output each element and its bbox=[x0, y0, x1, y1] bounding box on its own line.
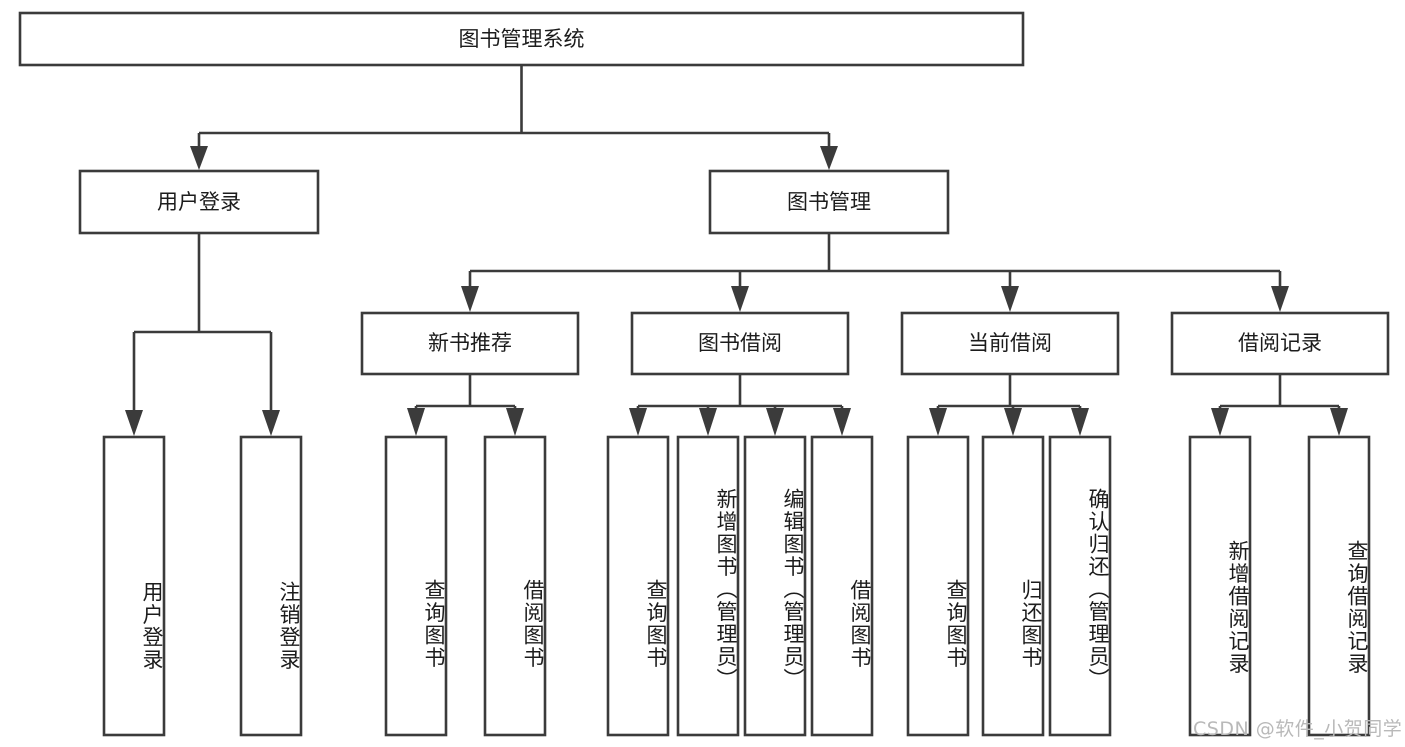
node-leaf-user-login-box[interactable] bbox=[102, 435, 166, 737]
node-leaf-query-book-cb-box[interactable] bbox=[906, 435, 970, 737]
node-book-manage-label: 图书管理 bbox=[787, 190, 871, 214]
arrow-head-leaf-edit-book bbox=[766, 408, 784, 436]
node-borrow-record-label: 借阅记录 bbox=[1238, 331, 1322, 355]
arrow-head-leaf-add-book bbox=[699, 408, 717, 436]
node-current-borrow[interactable]: 当前借阅 bbox=[900, 311, 1120, 376]
node-leaf-query-record-box[interactable] bbox=[1307, 435, 1371, 737]
node-leaf-query-book-rec-box[interactable] bbox=[384, 435, 448, 737]
node-book-borrow-label: 图书借阅 bbox=[698, 331, 782, 355]
arrow-head-leaf-query-book-bb bbox=[629, 408, 647, 436]
nodes-layer: 图书管理系统 用户登录 图书管理 新书推荐 图书借阅 当前 bbox=[18, 11, 1390, 737]
node-root[interactable]: 图书管理系统 bbox=[18, 11, 1025, 67]
node-user-login[interactable]: 用户登录 bbox=[78, 169, 320, 235]
arrow-head-leaf-logout bbox=[262, 410, 280, 436]
node-borrow-record[interactable]: 借阅记录 bbox=[1170, 311, 1390, 376]
node-new-book-rec-label: 新书推荐 bbox=[428, 331, 512, 355]
arrow-head-leaf-query-book-cb bbox=[929, 408, 947, 436]
arrow-head-book-borrow bbox=[731, 286, 749, 312]
arrow-head-borrow-record bbox=[1271, 286, 1289, 312]
node-leaf-add-book-box[interactable] bbox=[676, 435, 740, 737]
csdn-watermark: CSDN @软件_小贺同学 bbox=[1193, 718, 1403, 740]
arrow-head-leaf-borrow-book-rec bbox=[506, 408, 524, 436]
node-root-box[interactable] bbox=[18, 11, 1025, 67]
node-book-borrow-box[interactable] bbox=[630, 311, 850, 376]
node-new-book-rec[interactable]: 新书推荐 bbox=[360, 311, 580, 376]
node-leaf-add-record-box[interactable] bbox=[1188, 435, 1252, 737]
arrow-head-leaf-confirm-return bbox=[1071, 408, 1089, 436]
node-current-borrow-label: 当前借阅 bbox=[968, 331, 1052, 355]
node-book-manage-box[interactable] bbox=[708, 169, 950, 235]
node-book-borrow[interactable]: 图书借阅 bbox=[630, 311, 850, 376]
arrow-head-leaf-borrow-book-bb bbox=[833, 408, 851, 436]
node-leaf-return-book-box[interactable] bbox=[981, 435, 1045, 737]
node-user-login-box[interactable] bbox=[78, 169, 320, 235]
node-leaf-borrow-book-bb-box[interactable] bbox=[810, 435, 874, 737]
arrow-head-leaf-return-book bbox=[1004, 408, 1022, 436]
node-borrow-record-box[interactable] bbox=[1170, 311, 1390, 376]
node-leaf-edit-book-box[interactable] bbox=[743, 435, 807, 737]
node-book-manage[interactable]: 图书管理 bbox=[708, 169, 950, 235]
node-new-book-rec-box[interactable] bbox=[360, 311, 580, 376]
node-user-login-label: 用户登录 bbox=[157, 190, 241, 214]
node-root-label: 图书管理系统 bbox=[459, 27, 585, 51]
connectors-layer bbox=[125, 65, 1348, 436]
node-leaf-borrow-book-rec-box[interactable] bbox=[483, 435, 547, 737]
node-leaf-confirm-return-box[interactable] bbox=[1048, 435, 1112, 737]
arrow-head-book-manage bbox=[820, 146, 838, 170]
node-leaf-query-book-bb-box[interactable] bbox=[606, 435, 670, 737]
node-current-borrow-box[interactable] bbox=[900, 311, 1120, 376]
arrow-head-current-borrow bbox=[1001, 286, 1019, 312]
arrow-head-user-login bbox=[190, 146, 208, 170]
node-leaf-logout-box[interactable] bbox=[239, 435, 303, 737]
arrow-head-new-book-rec bbox=[461, 286, 479, 312]
arrow-head-leaf-add-record bbox=[1211, 408, 1229, 436]
arrow-head-leaf-user-login bbox=[125, 410, 143, 436]
arrow-head-leaf-query-record bbox=[1330, 408, 1348, 436]
arrow-head-leaf-query-book-rec bbox=[407, 408, 425, 436]
